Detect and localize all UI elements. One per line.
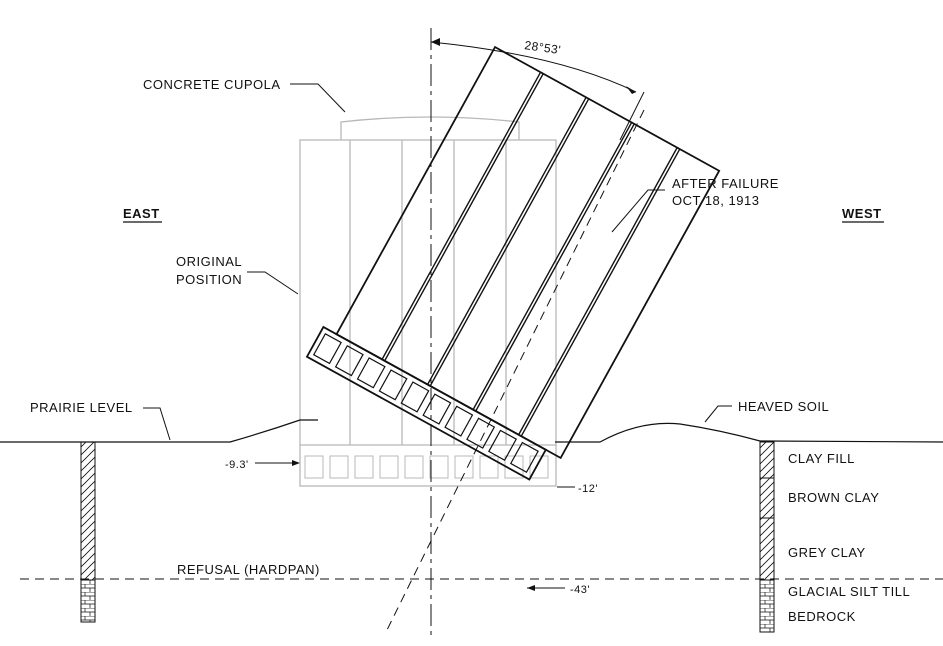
elevation-label-43: -43' xyxy=(570,584,590,596)
angle-label: 28°53' xyxy=(524,38,562,57)
soil-layer-label: BEDROCK xyxy=(788,609,856,624)
prairie-level-label: PRAIRIE LEVEL xyxy=(30,400,133,415)
elevation-label-12: -12' xyxy=(578,483,598,495)
heaved-soil-label: HEAVED SOIL xyxy=(738,399,829,414)
refusal-label: REFUSAL (HARDPAN) xyxy=(177,562,320,577)
leader-lines xyxy=(143,83,732,589)
west-label: WEST xyxy=(842,206,882,221)
original-position-label-line1: ORIGINAL xyxy=(176,254,242,269)
tilted-centerline xyxy=(385,109,645,633)
soil-layer-label: BROWN CLAY xyxy=(788,490,879,505)
tilted-building xyxy=(305,45,721,481)
original-position-label-line2: POSITION xyxy=(176,272,242,287)
original-position-outline xyxy=(299,116,557,487)
soil-layer-label: GREY CLAY xyxy=(788,545,866,560)
tilted-foundation-cells xyxy=(312,332,539,474)
after-failure-label-line2: OCT 18, 1913 xyxy=(672,193,759,208)
soil-layer-label: CLAY FILL xyxy=(788,451,855,466)
borehole-east xyxy=(80,441,96,623)
borehole-west xyxy=(759,441,775,633)
ground-line xyxy=(0,419,943,443)
original-foundation-cells xyxy=(304,455,549,479)
soil-layer-label: GLACIAL SILT TILL xyxy=(788,584,910,599)
after-failure-label-line1: AFTER FAILURE xyxy=(672,176,779,191)
cupola-label: CONCRETE CUPOLA xyxy=(143,77,281,92)
angle-arc xyxy=(430,41,637,93)
east-label: EAST xyxy=(123,206,160,221)
elevation-label-9-3: -9.3' xyxy=(225,459,249,471)
